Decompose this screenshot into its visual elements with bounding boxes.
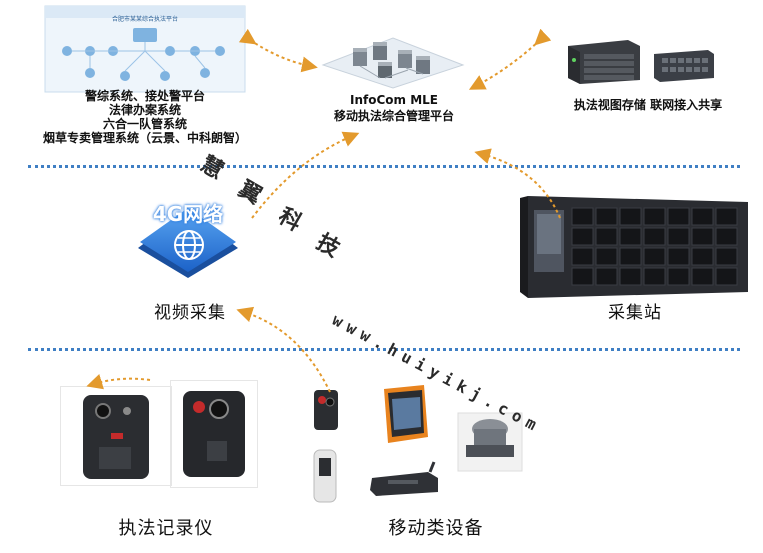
station-slot <box>691 227 714 246</box>
vehicle-terminal-icon <box>368 461 440 498</box>
station-slot <box>667 227 690 246</box>
station-slot <box>715 227 738 246</box>
recorder-label: 执法记录仪 <box>118 518 214 539</box>
arrow-storage-platform <box>468 28 552 90</box>
camera-dome-icon <box>456 405 524 473</box>
station-slot <box>595 207 618 226</box>
rugged-phone-icon <box>376 385 432 443</box>
storage-label: 执法视图存储 联网接入共享 <box>573 98 723 112</box>
body-camera-angle <box>170 380 258 488</box>
station-slot <box>643 267 666 286</box>
station-slot <box>595 247 618 266</box>
station-slot <box>643 227 666 246</box>
mobile-devices-label: 移动类设备 <box>388 518 484 539</box>
station-slot <box>691 267 714 286</box>
station-slot <box>691 247 714 266</box>
station-slot <box>691 207 714 226</box>
systems-line-2: 法律办案系统 <box>108 103 181 117</box>
systems-list: 警综系统、接处警平台 法律办案系统 六合一队管系统 烟草专卖管理系统（云景、中科… <box>30 89 260 145</box>
station-slot <box>571 267 594 286</box>
system-screenshot <box>44 5 246 93</box>
platform-subtitle: 移动执法综合管理平台 <box>333 109 454 123</box>
systems-line-3: 六合一队管系统 <box>102 117 187 131</box>
station-slot <box>571 227 594 246</box>
handheld-terminal-icon <box>306 448 346 504</box>
mini-camera-icon <box>308 386 344 434</box>
section-separator-bottom <box>28 348 740 351</box>
body-camera-front <box>60 386 172 486</box>
platform-name: InfoCom MLE <box>350 93 438 107</box>
systems-line-4: 烟草专卖管理系统（云景、中科朗智） <box>42 131 247 145</box>
station-slot <box>667 267 690 286</box>
systems-line-1: 警综系统、接处警平台 <box>84 89 205 103</box>
station-slot <box>595 267 618 286</box>
section-separator-top <box>28 165 740 168</box>
station-slot <box>595 227 618 246</box>
platform-illustration <box>318 30 468 90</box>
station-slot <box>667 207 690 226</box>
station-slot <box>619 267 642 286</box>
station-slot <box>643 207 666 226</box>
network-switch-icon <box>654 50 714 82</box>
station-slot <box>715 207 738 226</box>
platform-label: InfoCom MLE 移动执法综合管理平台 <box>330 92 458 124</box>
arrow-station-platform <box>474 148 561 219</box>
station-slot <box>619 247 642 266</box>
video-capture-label: 视频采集 <box>154 303 226 323</box>
arrow-mobile-network <box>236 306 331 393</box>
station-slot <box>619 227 642 246</box>
collection-station-label: 采集站 <box>608 303 662 323</box>
station-slot <box>715 247 738 266</box>
arrow-systems-platform <box>238 28 318 73</box>
globe-icon <box>172 228 206 262</box>
network-badge-label: 4G网络 <box>152 202 224 226</box>
station-slot <box>667 247 690 266</box>
arrow-recorder-station <box>86 374 151 390</box>
screen-title: 合肥市某某综合执法平台 <box>111 16 178 23</box>
station-slot <box>715 267 738 286</box>
station-slot <box>571 207 594 226</box>
arrow-network-platform <box>251 131 360 219</box>
station-slot <box>643 247 666 266</box>
station-slot <box>571 247 594 266</box>
storage-server-icon <box>568 40 640 84</box>
station-slot <box>619 207 642 226</box>
collection-station-cabinet <box>520 196 750 298</box>
